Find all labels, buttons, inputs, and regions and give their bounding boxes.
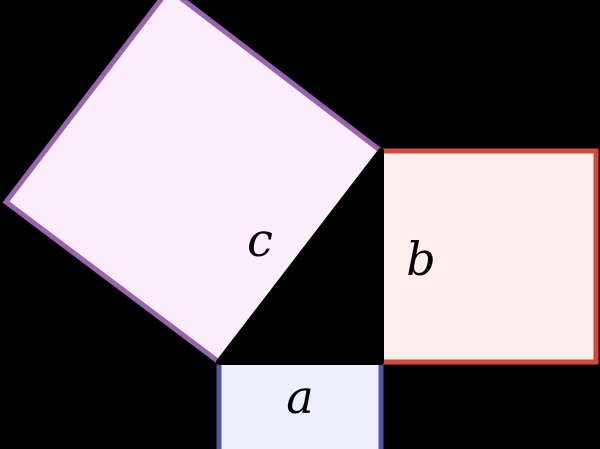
label-a: a	[286, 370, 313, 424]
square-b	[378, 148, 599, 365]
label-b: b	[406, 232, 435, 286]
label-c: c	[247, 213, 273, 267]
right-triangle	[216, 148, 384, 365]
